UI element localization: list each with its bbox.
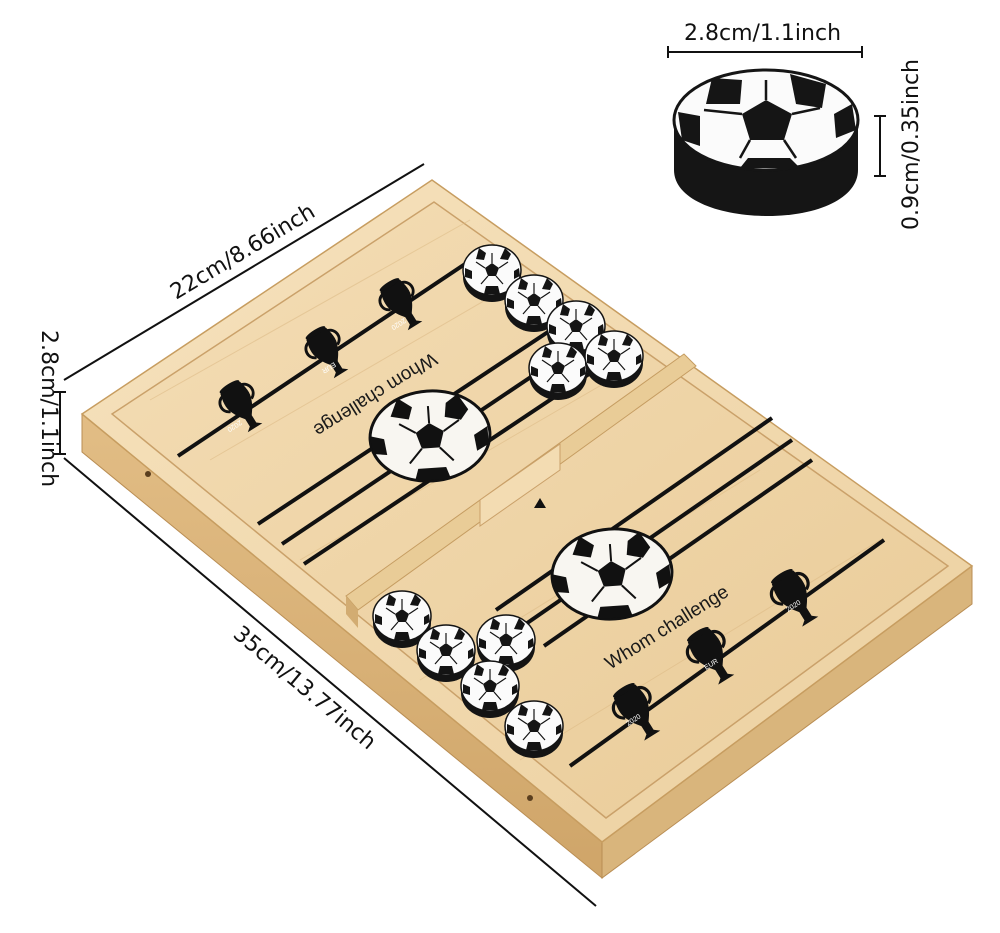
board-height-label: 2.8cm/1.1inch <box>36 330 61 487</box>
puck[interactable] <box>460 660 520 719</box>
board-length-line <box>63 457 597 907</box>
puck-diameter-label: 2.8cm/1.1inch <box>684 21 841 46</box>
puck-close-up <box>672 68 860 216</box>
puck[interactable] <box>528 342 588 401</box>
puck[interactable] <box>504 700 564 759</box>
puck-detail: 2.8cm/1.1inch 0.9cm/0.35inch <box>667 21 924 230</box>
arrow-marker <box>534 498 546 508</box>
wooden-board: 2020 EUR 2020 Whom challenge Whom challe… <box>80 179 974 880</box>
puck-height-label: 0.9cm/0.35inch <box>899 59 924 230</box>
puck[interactable] <box>584 330 644 389</box>
board-width-line <box>63 163 425 381</box>
